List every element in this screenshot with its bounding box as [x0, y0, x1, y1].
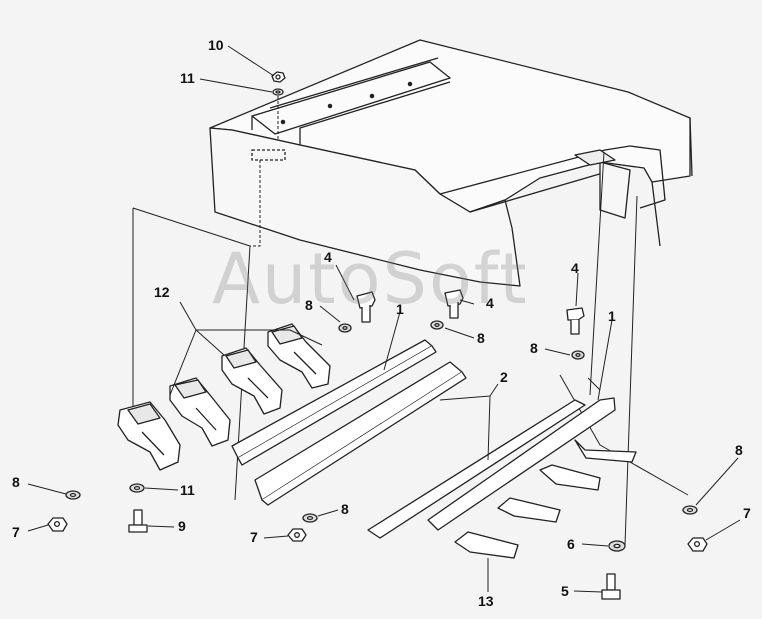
callout-4-mid: 4	[486, 295, 494, 311]
callout-8-a: 8	[305, 297, 313, 313]
callout-9: 9	[178, 518, 186, 534]
callout-8-right: 8	[735, 442, 743, 458]
bolt-4-right	[566, 307, 585, 335]
callout-5: 5	[561, 583, 569, 599]
support-bracket	[267, 323, 331, 389]
callout-7-right: 7	[743, 505, 751, 521]
callout-8-b: 8	[477, 330, 485, 346]
washer	[338, 323, 352, 333]
washer	[682, 505, 698, 515]
callout-7-left: 7	[12, 524, 20, 540]
callout-8-d: 8	[341, 501, 349, 517]
frame-body	[209, 39, 693, 287]
callout-12: 12	[154, 284, 170, 300]
support-bracket	[221, 347, 283, 415]
callout-7-mid: 7	[250, 529, 258, 545]
callout-4-left: 4	[324, 249, 332, 265]
nut	[47, 517, 68, 532]
bolt-4-left	[356, 291, 376, 323]
washer	[571, 350, 585, 360]
washer	[129, 483, 145, 493]
callout-11-top: 11	[180, 70, 195, 86]
washer	[302, 513, 318, 523]
clamp-plate	[454, 531, 519, 559]
clamp-plate	[497, 497, 561, 523]
clamp-plate	[539, 464, 601, 491]
watermark: AutoSoft	[212, 238, 529, 320]
callout-10: 10	[208, 37, 224, 53]
rail-right	[367, 397, 616, 539]
bolt-5	[601, 573, 621, 600]
rail-left	[231, 339, 437, 466]
clamp-plate	[574, 439, 637, 463]
washer-top	[272, 88, 284, 96]
rail-left-lower	[254, 361, 467, 506]
nut	[687, 537, 708, 552]
support-bracket	[117, 401, 181, 471]
support-bracket	[169, 377, 231, 447]
callout-13: 13	[478, 593, 494, 609]
callout-8-c: 8	[530, 340, 538, 356]
callout-6: 6	[567, 536, 575, 552]
callout-8-left: 8	[12, 474, 20, 490]
bolt-9	[128, 509, 148, 533]
washer	[65, 490, 81, 500]
washer	[608, 540, 626, 552]
callout-1-right: 1	[608, 308, 616, 324]
callout-11-bottom: 11	[180, 482, 195, 498]
callout-2: 2	[500, 369, 508, 385]
callout-leaders	[27, 45, 741, 593]
callout-1-mid: 1	[396, 301, 404, 317]
nut-top	[271, 71, 286, 83]
nut	[287, 528, 307, 542]
bolt-4-mid	[444, 289, 464, 319]
callout-4-right: 4	[571, 260, 579, 276]
washer	[430, 320, 444, 330]
